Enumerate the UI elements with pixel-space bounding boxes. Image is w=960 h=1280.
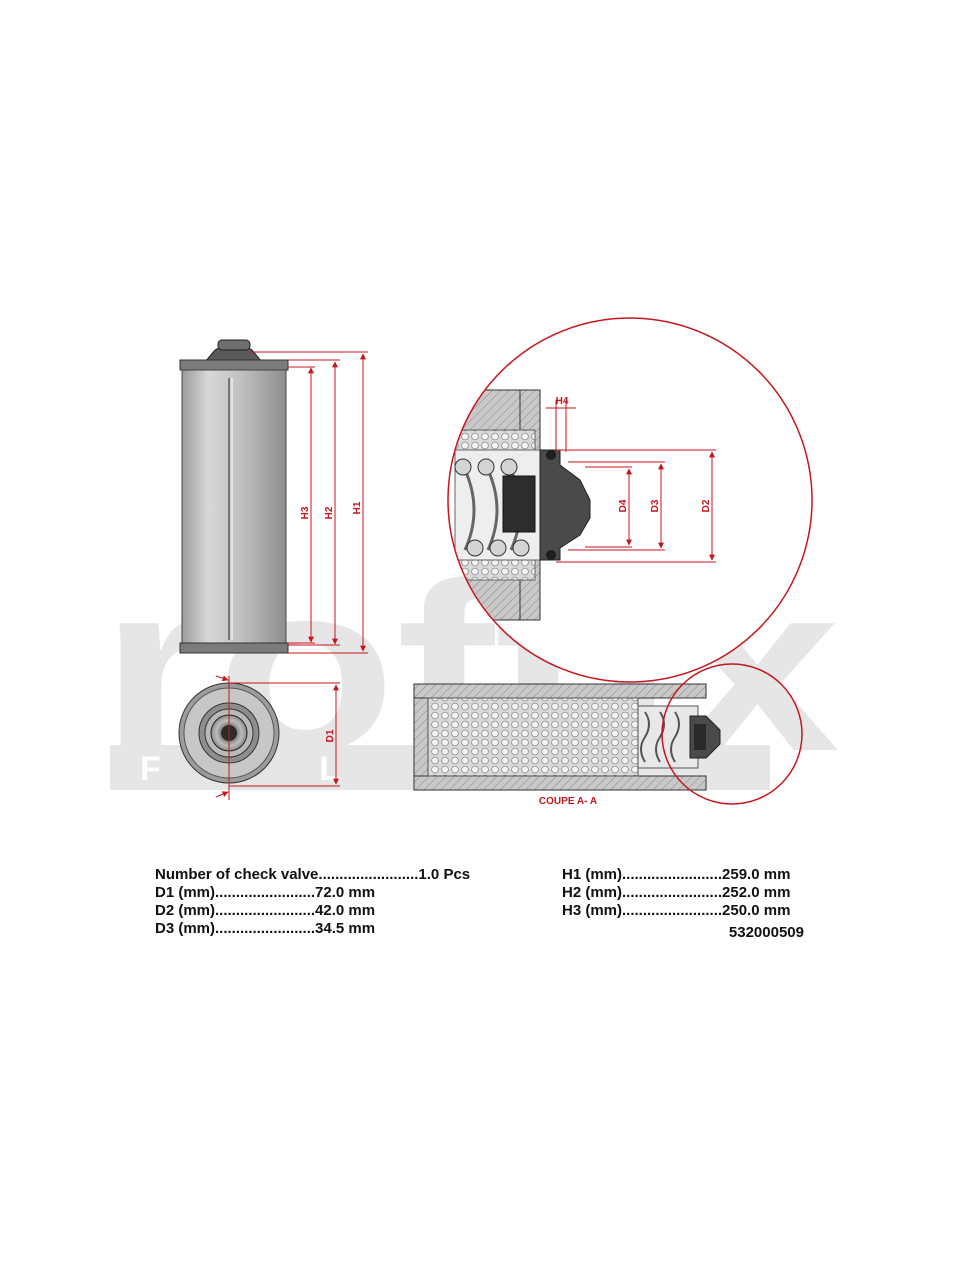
h2-label: H2 [324, 506, 335, 519]
section-detail-circle [661, 663, 803, 805]
d2-label: D2 [701, 499, 712, 512]
part-number: 532000509 [728, 924, 804, 941]
spec-d1: D1 (mm)........................72.0 mm [155, 884, 376, 901]
d1-label: D1 [325, 729, 336, 742]
d4-label: D4 [618, 499, 629, 512]
height-dimensions [250, 351, 368, 654]
side-view [179, 339, 289, 654]
spec-h1: H1 (mm)........................259.0 mm [562, 866, 791, 883]
spec-d2: D2 (mm)........................42.0 mm [155, 902, 376, 919]
spec-h3: H3 (mm)........................250.0 mm [562, 902, 791, 919]
h1-label: H1 [352, 501, 363, 514]
spec-check-valve: Number of check valve...................… [155, 866, 471, 883]
detail-dimensions [546, 400, 716, 563]
section-title: COUPE A- A [539, 796, 597, 807]
spec-d3: D3 (mm)........................34.5 mm [155, 920, 376, 937]
d1-dimension [215, 675, 340, 800]
h4-label: H4 [556, 396, 569, 407]
d3-label: D3 [650, 499, 661, 512]
h3-label: H3 [300, 506, 311, 519]
filter-body [181, 369, 287, 644]
spec-h2: H2 (mm)........................252.0 mm [562, 884, 791, 901]
section-view [413, 683, 721, 791]
